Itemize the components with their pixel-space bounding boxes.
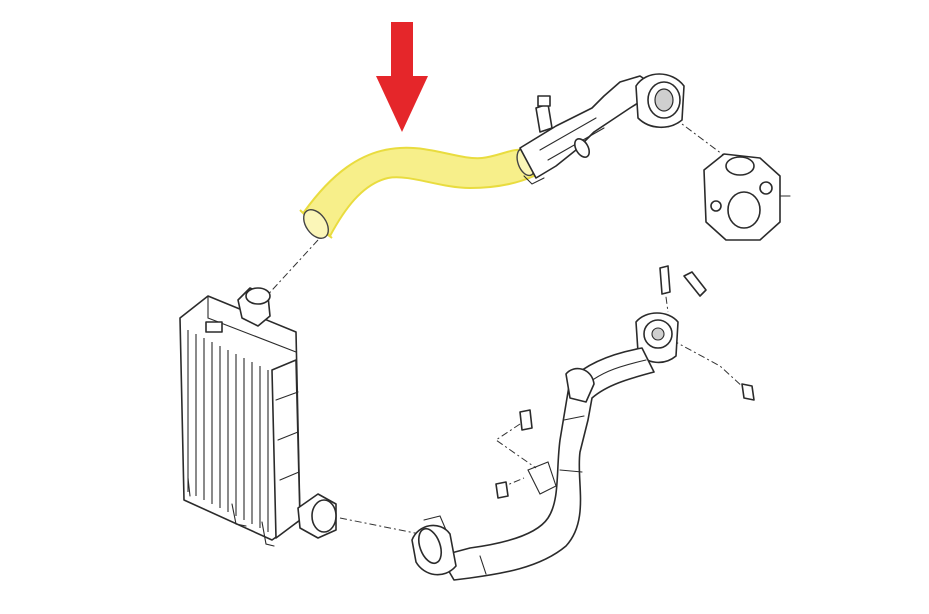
intercooler-tag [205,321,223,333]
intercooler-fins [187,330,269,532]
lower-hose-inlet [411,515,457,576]
upper-metal-pipe [519,75,653,179]
intercooler [179,287,337,547]
turbo-connector [635,73,685,129]
sensor-and-bolts [495,265,755,499]
lower-hose-upper-cuff [565,367,595,403]
lower-intercooler-hose [439,347,655,581]
hose-body [302,146,536,238]
red-indicator-arrow [376,22,428,132]
lower-connector [635,312,679,364]
pipe-bolt [535,103,553,133]
hose-end-clamp [302,208,330,240]
highlighted-intercooler-hose [299,146,545,240]
throttle-body [703,153,791,241]
